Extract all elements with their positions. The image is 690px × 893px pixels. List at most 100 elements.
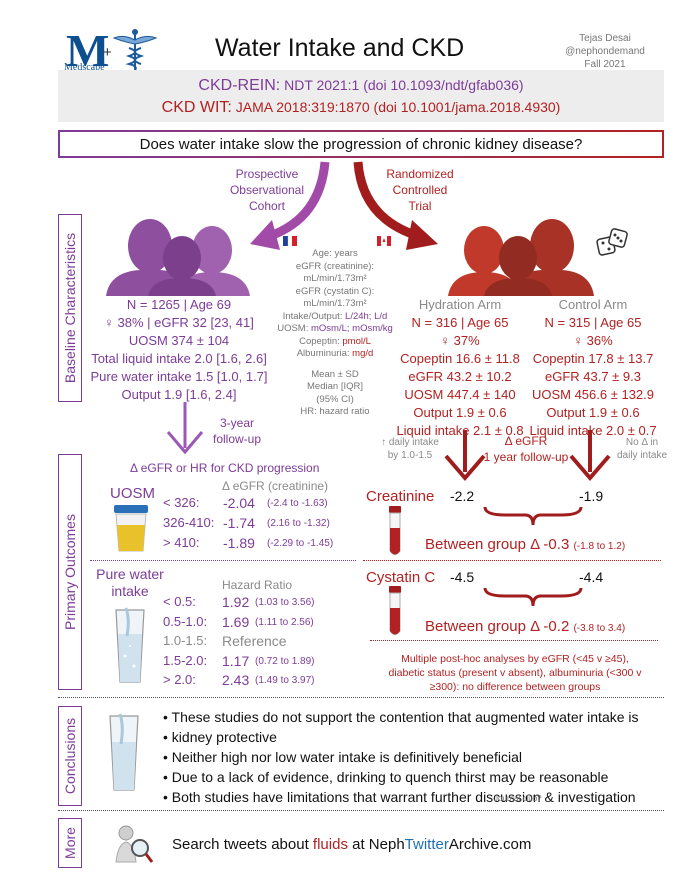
- unit-uosm: UOSM: mOsm/L; mOsm/kg: [265, 323, 405, 336]
- water-value: 1.69: [222, 613, 250, 630]
- water-glass-icon: [109, 713, 139, 791]
- page-title: Water Intake and CKD: [215, 34, 465, 62]
- france-flag-icon: [283, 236, 297, 246]
- posthoc-note: Multiple post-hoc analyses by eGFR (<45 …: [366, 652, 664, 694]
- footer-mid: at Neph: [347, 836, 405, 853]
- control-line: UOSM 456.6 ± 132.9: [531, 387, 655, 402]
- wit-followup-sub: 1 year follow-up: [483, 450, 569, 464]
- conclusion-item: These studies do not support the content…: [163, 707, 663, 727]
- medscape-wordmark: Medscape: [64, 62, 105, 73]
- conclusion-item: Both studies have limitations that warra…: [163, 787, 663, 807]
- rein-followup-arrow: [166, 402, 204, 455]
- hydration-line: Output 1.9 ± 0.6: [413, 405, 507, 420]
- cystatin-hydration-value: -4.5: [450, 569, 475, 585]
- water-ci: (0.72 to 1.89): [255, 655, 315, 667]
- footer-post: Archive.com: [448, 836, 532, 853]
- daily-up-line: by 1.0-1.5: [387, 450, 433, 461]
- caduceus-icon: [112, 29, 158, 71]
- uosm-range: > 410:: [163, 535, 200, 550]
- egfr-cr-header: Δ eGFR (creatinine): [222, 479, 329, 493]
- hydration-line: ♀ 37%: [440, 333, 480, 348]
- divider: [370, 640, 658, 641]
- creatinine-hydration-value: -2.2: [450, 488, 475, 504]
- unit-intake: Intake/Output: L/24h; L/d: [265, 311, 405, 324]
- control-line: ♀ 36%: [573, 333, 613, 348]
- section-conclusions: Conclusions: [58, 706, 82, 806]
- creatinine-between-value: Between group Δ -0.3: [425, 536, 570, 553]
- conclusion-item: Neither high nor low water intake is def…: [163, 747, 663, 767]
- creatinine-between: Between group Δ -0.3 (-1.8 to 1.2): [425, 536, 625, 553]
- uosm-row: > 410: -1.89 (-2.29 to -1.45): [163, 534, 363, 554]
- cystatin-control-value: -4.4: [579, 569, 604, 585]
- uosm-ci: (-2.29 to -1.45): [267, 538, 334, 549]
- footer-pre: Search tweets about: [172, 836, 313, 853]
- prospective-line-2: Observational: [229, 183, 305, 197]
- daily-intake-up: ↑ daily intake by 1.0-1.5: [375, 436, 445, 462]
- water-ci: (1.11 to 2.56): [255, 616, 314, 628]
- cystatin-label: Cystatin C: [366, 569, 436, 586]
- cystatin-between-ci: (-3.8 to 3.4): [573, 623, 626, 634]
- rein-baseline-line: ♀ 38% | eGFR 32 [23, 41]: [104, 315, 254, 330]
- urine-cup-icon: [114, 505, 148, 552]
- hydration-line: Liquid intake 2.1 ± 0.8: [396, 423, 524, 438]
- rein-followup-label: 3-year follow-up: [205, 415, 269, 447]
- split-arrows: [250, 161, 438, 250]
- water-value: 1.92: [222, 594, 250, 610]
- hydration-title: Hydration Arm: [418, 297, 502, 312]
- creatinine-label: Creatinine: [366, 488, 435, 505]
- uosm-range: < 326:: [163, 495, 200, 510]
- water-label-line: Pure water: [96, 566, 164, 582]
- rein-baseline-line: UOSM 374 ± 104: [128, 333, 230, 348]
- rein-baseline-line: N = 1265 | Age 69: [126, 297, 232, 312]
- reference-box: [58, 70, 664, 122]
- control-line: eGFR 43.7 ± 9.3: [544, 369, 641, 384]
- uosm-value: -1.74: [223, 515, 255, 531]
- water-value: 2.43: [222, 672, 250, 688]
- unit-copeptin-val: pmol/L: [342, 335, 371, 347]
- uosm-row: < 326: -2.04 (-2.4 to -1.63): [163, 494, 363, 514]
- no-change-intake: No Δ in daily intake: [612, 436, 672, 462]
- unit-copeptin: Copeptin: pmol/L: [265, 336, 405, 349]
- water-value: 1.17: [222, 652, 250, 669]
- water-row: 1.0-1.5: Reference: [163, 632, 363, 652]
- wit-citation: JAMA 2018:319:1870 (doi 10.1001/jama.201…: [235, 99, 561, 115]
- wit-followup-label: Δ eGFR 1 year follow-up: [478, 433, 574, 465]
- creatinine-brace: [483, 506, 583, 526]
- water-row: < 0.5: 1.92 (1.03 to 3.56): [163, 593, 363, 613]
- hydration-line: Copeptin 16.6 ± 11.8: [400, 351, 520, 366]
- footer-fluids: fluids: [312, 836, 348, 853]
- unit-copeptin-label: Copeptin:: [299, 335, 343, 347]
- rein-label: CKD-REIN:: [198, 77, 281, 94]
- conclusions-list: These studies do not support the content…: [163, 707, 663, 807]
- posthoc-line: ≥300): no difference between groups: [429, 681, 601, 693]
- logo-plus: +: [103, 44, 112, 61]
- trial-people-illustration: [448, 219, 594, 296]
- water-row: > 2.0: 2.43 (1.49 to 3.97): [163, 671, 363, 691]
- water-glass-icon: [115, 607, 145, 683]
- conclusion-continuation: kidney protective: [171, 729, 277, 745]
- blood-tube-icon: [389, 586, 401, 635]
- wit-followup-title: Δ eGFR: [504, 434, 548, 448]
- randomized-line-1: Randomized: [386, 167, 454, 181]
- divider: [58, 810, 664, 811]
- control-line: Liquid intake 2.0 ± 0.7: [529, 423, 657, 438]
- unit-uosm-label: UOSM:: [277, 323, 311, 334]
- control-line: N = 315 | Age 65: [544, 315, 642, 330]
- rein-outcome-header: Δ eGFR or HR for CKD progression: [130, 461, 320, 475]
- water-range: < 0.5:: [163, 594, 196, 609]
- wit-reference: CKD WIT: JAMA 2018:319:1870 (doi 10.1001…: [58, 99, 664, 117]
- control-arm: Control Arm N = 315 | Age 65 ♀ 36% Copep…: [528, 296, 658, 440]
- author-block: Tejas Desai @nephondemand Fall 2021: [555, 32, 655, 71]
- footer-search[interactable]: Search tweets about fluids at NephTwitte…: [172, 836, 531, 853]
- stats-ci: (95% CI): [316, 393, 354, 405]
- section-baseline: Baseline Characteristics: [58, 214, 82, 402]
- divider: [90, 560, 356, 561]
- water-value: Reference: [222, 633, 287, 649]
- uosm-value: -1.89: [223, 535, 255, 551]
- control-followup-arrow: [569, 430, 611, 482]
- footer-twitter: Twitter: [404, 836, 449, 853]
- unit-uosm-val: mOsm/L; mOsm/kg: [310, 323, 393, 334]
- hydration-line: N = 316 | Age 65: [411, 315, 509, 330]
- question-box: Does water intake slow the progression o…: [58, 130, 664, 158]
- rein-baseline-line: Output 1.9 [1.6, 2.4]: [121, 387, 237, 402]
